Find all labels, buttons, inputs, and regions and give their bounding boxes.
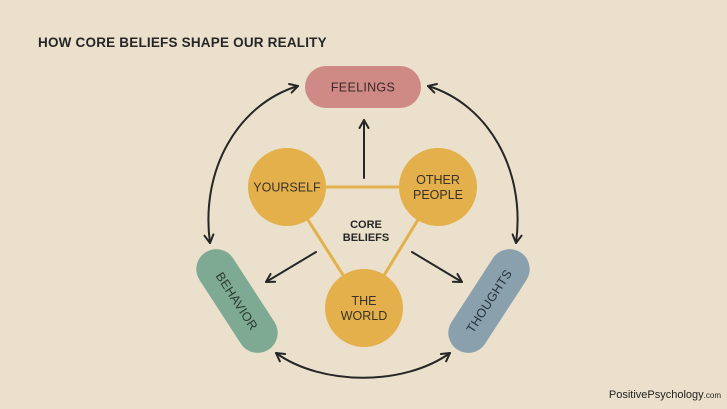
arc-feelings-behavior [203, 82, 299, 244]
other-people-label-line2: PEOPLE [413, 188, 463, 202]
other-people-label-line1: OTHER [416, 173, 460, 187]
credit-domain: .com [703, 391, 721, 400]
arrow-core-to-behavior [265, 251, 317, 283]
core-beliefs-label-line2: BELIEFS [343, 232, 389, 244]
the-world-label-line2: WORLD [341, 309, 388, 323]
credit-main: PositivePsychology [608, 389, 704, 401]
arc-behavior-thoughts [275, 352, 451, 379]
arc-feelings-thoughts [427, 82, 523, 244]
yourself-label: YOURSELF [253, 181, 321, 195]
arrow-core-to-thoughts [411, 251, 463, 283]
thoughts-pill: THOUGHTS [448, 249, 530, 353]
belief-circle-other-people: OTHER PEOPLE [399, 148, 477, 226]
the-world-label-line1: THE [352, 294, 377, 308]
feelings-pill: FEELINGS [305, 66, 421, 108]
feelings-label: FEELINGS [331, 81, 395, 95]
site-credit: PositivePsychology.com [609, 389, 721, 401]
page-title: HOW CORE BELIEFS SHAPE OUR REALITY [38, 35, 327, 50]
core-beliefs-label-line1: CORE [350, 219, 382, 231]
belief-circle-the-world: THE WORLD [325, 269, 403, 347]
behavior-pill: BEHAVIOR [196, 249, 278, 353]
belief-circle-yourself: YOURSELF [248, 148, 326, 226]
